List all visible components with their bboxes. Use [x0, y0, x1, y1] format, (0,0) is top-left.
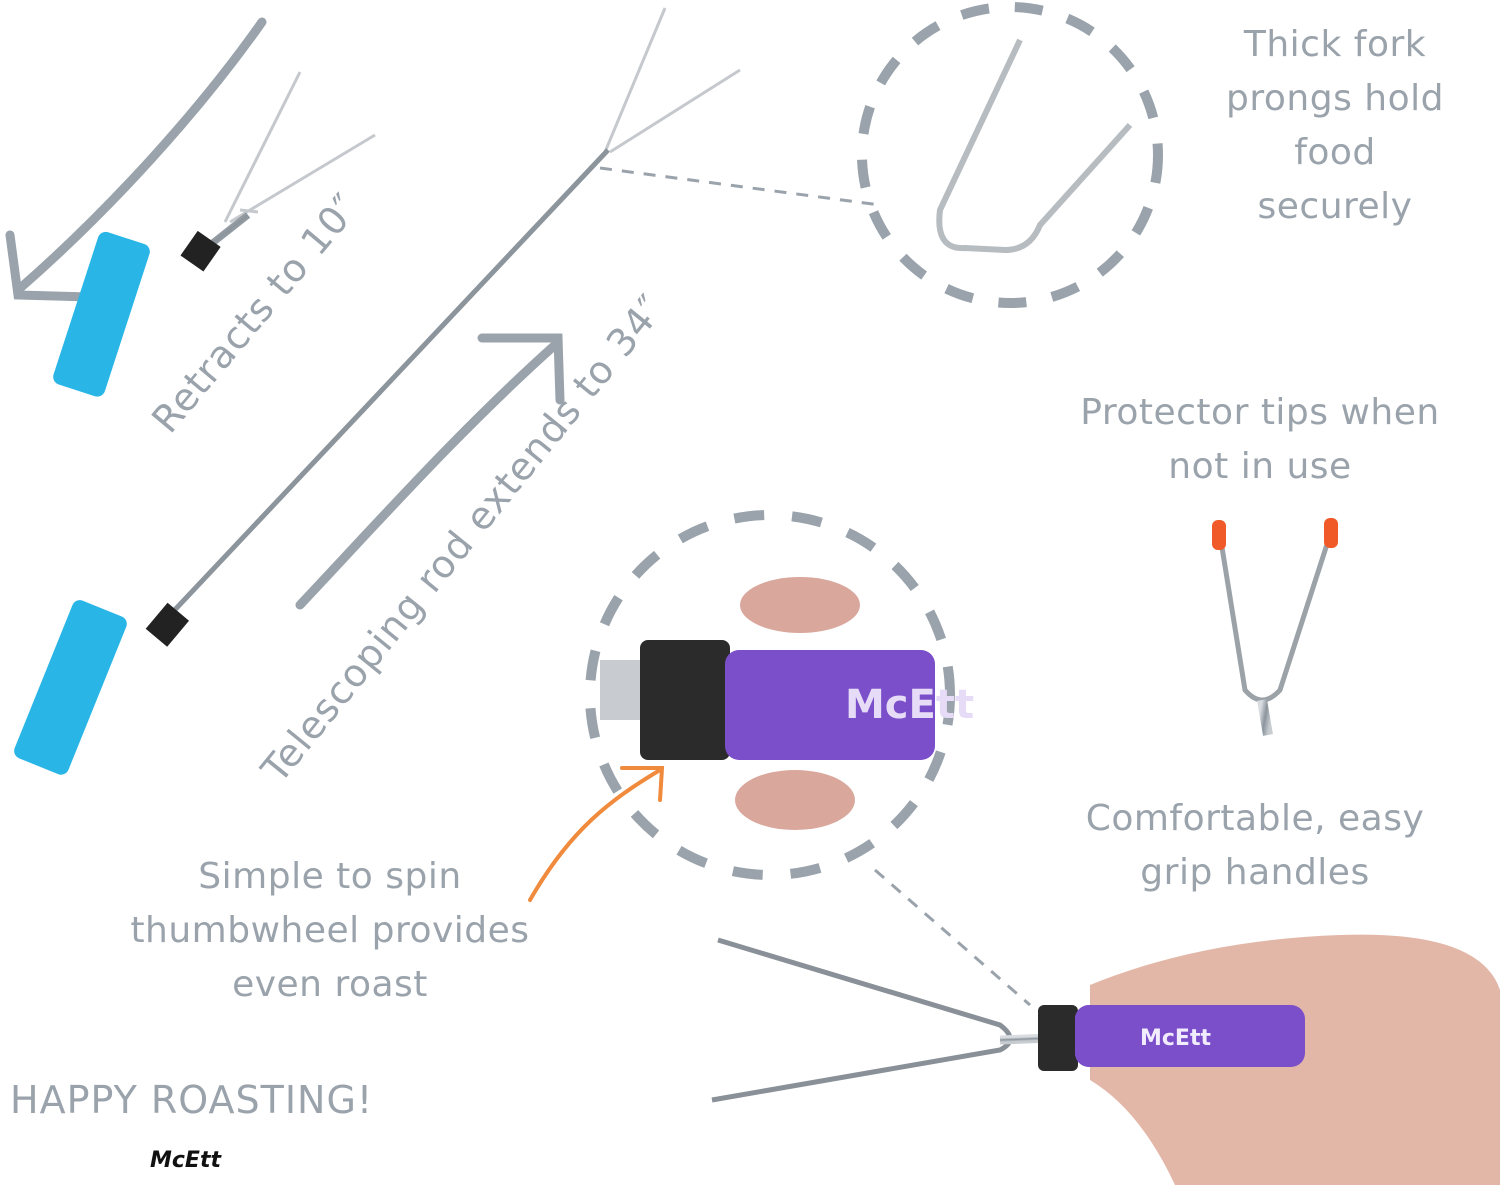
- fork-detail: [857, 2, 1163, 308]
- long-stick: [14, 7, 741, 775]
- short-stick: [53, 71, 376, 397]
- thumbwheel-detail: McEtt: [585, 510, 974, 880]
- blue-handle: [53, 231, 150, 397]
- handle-connector: [874, 868, 1031, 1007]
- handle-logo-detail: McEtt: [845, 682, 974, 728]
- thumbwheel-arrow: [528, 766, 665, 902]
- grip-label: Comfortable, easy grip handles: [1085, 798, 1425, 893]
- handle-logo: McEtt: [1140, 1026, 1211, 1051]
- tagline: HAPPY ROASTING!: [10, 1078, 374, 1122]
- protector-fork: [1212, 518, 1338, 736]
- blue-handle-long: [14, 600, 127, 775]
- purple-stick: McEtt: [711, 934, 1500, 1185]
- protector-label: Protector tips when not in use: [1080, 392, 1440, 487]
- thick-fork-label: Thick fork prongs hold food securely: [1226, 24, 1444, 227]
- fork-connector: [599, 166, 881, 207]
- brand-logo: McEtt: [150, 1148, 221, 1173]
- thumbwheel-label: Simple to spin thumbwheel provides even …: [130, 856, 530, 1005]
- extend-arrow: [295, 333, 565, 610]
- retract-arrow: [5, 17, 267, 302]
